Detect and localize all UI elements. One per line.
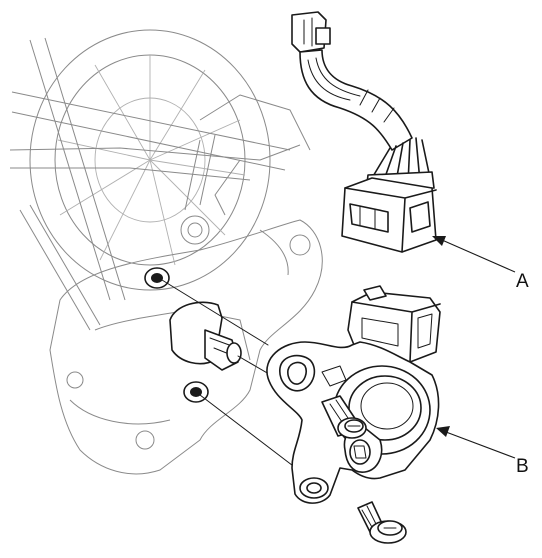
callout-a-label: A: [516, 271, 529, 292]
transmission-housing: [9, 29, 323, 475]
shift-shaft: [169, 301, 242, 371]
bolt-upper: [321, 395, 367, 439]
harness-connector-a: [291, 11, 437, 253]
callout-b: B: [436, 426, 529, 477]
shift-position-sensor-b: [266, 285, 441, 504]
bolt-lower: [357, 501, 407, 544]
callout-b-label: B: [516, 456, 529, 477]
callout-a: A: [432, 236, 529, 292]
